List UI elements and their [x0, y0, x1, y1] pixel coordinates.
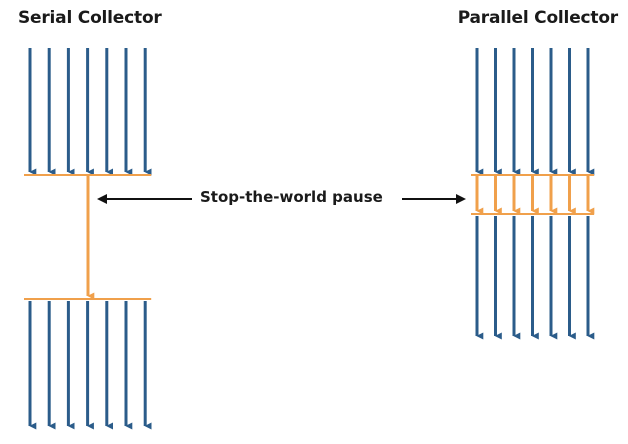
left-pointer-arrow [97, 194, 192, 204]
right-pointer-arrow-head [456, 194, 466, 204]
left-pointer-arrow-head [97, 194, 107, 204]
stop-the-world-label: Stop-the-world pause [200, 188, 383, 206]
parallel-collector-title: Parallel Collector [457, 8, 618, 28]
serial-collector-diagram [24, 48, 152, 430]
parallel-collector-diagram [471, 48, 595, 340]
pause-indicator-arrows [97, 194, 466, 204]
serial-collector-title: Serial Collector [18, 8, 162, 28]
right-pointer-arrow [402, 194, 466, 204]
